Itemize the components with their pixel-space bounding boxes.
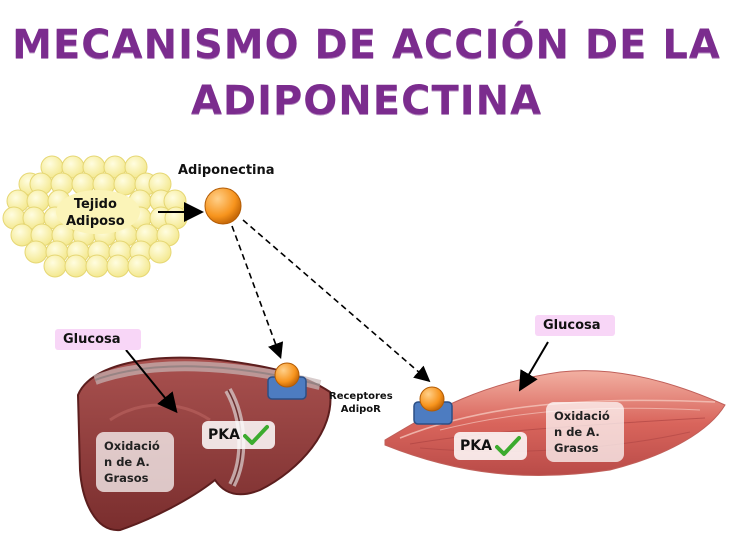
adipocyte-cell bbox=[106, 254, 130, 278]
adipose-tissue bbox=[2, 155, 188, 278]
adiponectina-label: Adiponectina bbox=[178, 163, 275, 178]
adipocyte-cell bbox=[113, 172, 137, 196]
check-icon bbox=[494, 436, 521, 456]
dashed-arrow-to-liver bbox=[231, 225, 284, 360]
check-icon bbox=[242, 425, 269, 445]
tejido-adiposo-label: Tejido Adiposo bbox=[66, 197, 125, 229]
adipocyte-cell bbox=[24, 240, 48, 264]
liver-pka-label: PKA bbox=[202, 421, 275, 449]
muscle-glucose-arrow bbox=[518, 341, 549, 392]
adipocyte-cell bbox=[43, 254, 67, 278]
adipose-label-bg bbox=[56, 190, 140, 234]
receptores-label: Receptores AdipoR bbox=[329, 391, 393, 415]
liver-glucosa-label: Glucosa bbox=[55, 329, 141, 350]
page-title-line1: MECANISMO DE ACCIÓN DE LA bbox=[12, 22, 721, 68]
adipocyte-cell bbox=[64, 254, 88, 278]
adipocyte-cell bbox=[85, 254, 109, 278]
liver-oxidacion-label: Oxidació n de A. Grasos bbox=[96, 432, 174, 492]
adiponectin-molecule bbox=[204, 187, 242, 225]
muscle-adipor-receptor bbox=[413, 386, 453, 425]
muscle-pka-label: PKA bbox=[454, 432, 527, 460]
muscle-oxidacion-label: Oxidació n de A. Grasos bbox=[546, 402, 624, 462]
page-title-line2: ADIPONECTINA bbox=[190, 78, 543, 124]
dashed-arrow-to-muscle bbox=[242, 219, 431, 383]
adipocyte-cell bbox=[148, 240, 172, 264]
adipocyte-cell bbox=[124, 155, 148, 179]
liver-adipor-receptor bbox=[267, 362, 307, 400]
muscle-pka-text: PKA bbox=[460, 438, 492, 454]
liver-glucose-arrow bbox=[125, 349, 178, 414]
liver-pka-text: PKA bbox=[208, 427, 240, 443]
adipocyte-cell bbox=[127, 254, 151, 278]
muscle-glucosa-label: Glucosa bbox=[535, 315, 615, 336]
